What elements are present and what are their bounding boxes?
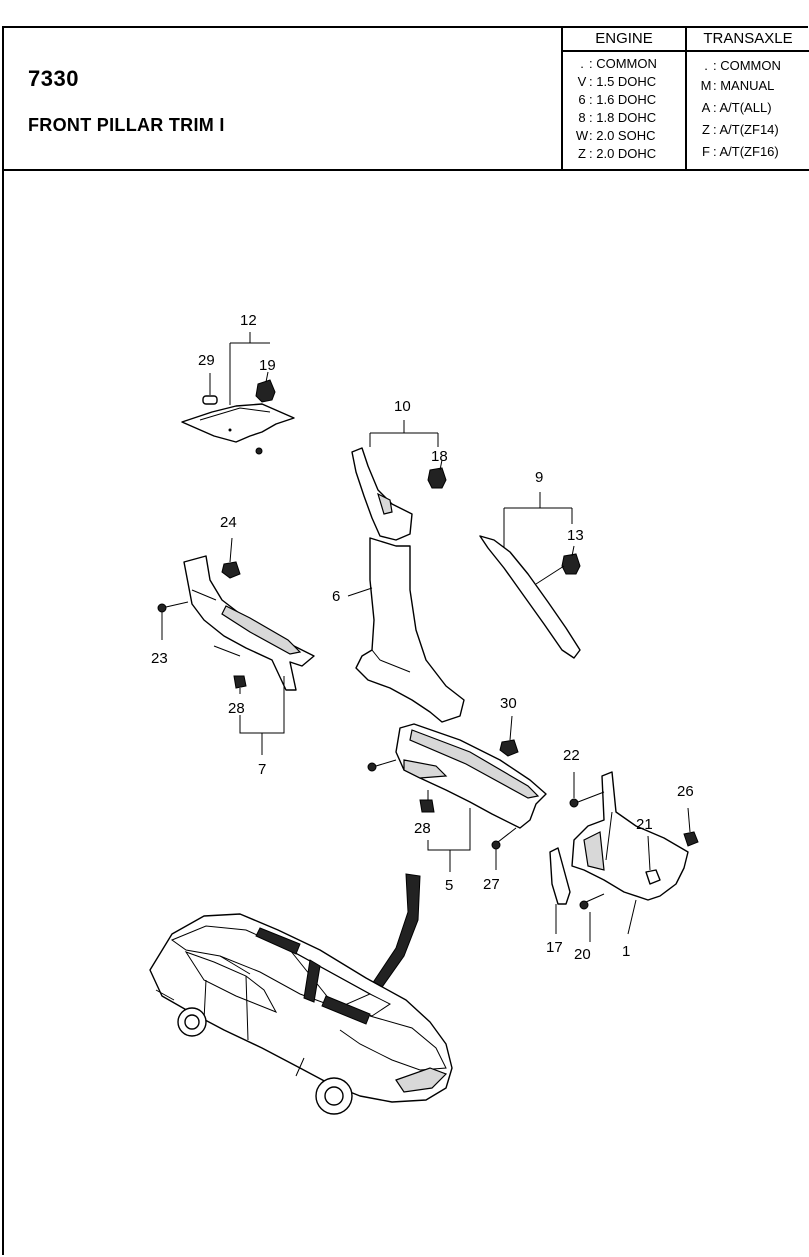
callout-7: 7 xyxy=(258,761,266,778)
callout-22: 22 xyxy=(563,747,580,764)
part-23-screw xyxy=(157,603,167,613)
part-5-pocket xyxy=(403,759,448,779)
callout-9: 9 xyxy=(535,469,543,486)
part-12-panel xyxy=(181,403,295,443)
part-27-screw xyxy=(491,840,501,850)
part-19-clip xyxy=(255,379,276,403)
callout-20: 20 xyxy=(574,946,591,963)
transaxle-item: Z: A/T(ZF14) xyxy=(702,122,779,137)
callout-30: 30 xyxy=(500,695,517,712)
callout-24: 24 xyxy=(220,514,237,531)
callout-1: 1 xyxy=(622,943,630,960)
transaxle-item: M: MANUAL xyxy=(700,78,775,93)
callout-17: 17 xyxy=(546,939,563,956)
part-21-fastener xyxy=(645,869,661,885)
callouts: 12 29 19 10 18 9 24 13 6 23 28 30 7 22 2… xyxy=(151,312,694,963)
transaxle-item: .: COMMON xyxy=(704,58,781,73)
pointer-arrow-d xyxy=(321,995,371,1025)
part-6-trim xyxy=(355,537,465,723)
part-26-clip xyxy=(683,831,699,847)
callout-26: 26 xyxy=(677,783,694,800)
callout-29: 29 xyxy=(198,352,215,369)
pointer-arrow xyxy=(371,873,421,991)
part-10-assembly xyxy=(351,420,447,541)
engine-item: W: 2.0 SOHC xyxy=(575,128,656,143)
part-1-panel xyxy=(571,771,689,901)
car-grille xyxy=(395,1067,448,1093)
callout-28a: 28 xyxy=(228,700,245,717)
callout-6: 6 xyxy=(332,588,340,605)
callout-18: 18 xyxy=(431,448,448,465)
callout-5: 5 xyxy=(445,877,453,894)
part-1-assembly xyxy=(549,771,699,942)
part-5-screw xyxy=(367,762,377,772)
part-30-clip xyxy=(499,739,519,757)
pointer-arrow-b xyxy=(255,927,301,955)
pointer-arrow-c xyxy=(303,959,321,1003)
callout-10: 10 xyxy=(394,398,411,415)
engine-list: .: COMMON V: 1.5 DOHC 6: 1.6 DOHC 8: 1.8… xyxy=(563,52,685,163)
engine-item: 8: 1.8 DOHC xyxy=(578,110,657,125)
callout-12: 12 xyxy=(240,312,257,329)
part-17-trim xyxy=(549,847,571,905)
callout-13: 13 xyxy=(567,527,584,544)
transaxle-heading: TRANSAXLE xyxy=(687,26,809,52)
part-24-clip xyxy=(221,561,241,579)
part-12-assembly xyxy=(181,332,295,455)
car-overview xyxy=(149,873,453,1115)
group-title: FRONT PILLAR TRIM I xyxy=(28,115,225,135)
page-frame xyxy=(2,26,808,1255)
engine-legend: ENGINE .: COMMON V: 1.5 DOHC 6: 1.6 DOHC… xyxy=(561,26,685,171)
callout-27: 27 xyxy=(483,876,500,893)
car-side-windows xyxy=(184,951,278,1013)
part-9-assembly xyxy=(479,492,581,659)
engine-item: 6: 1.6 DOHC xyxy=(578,92,657,107)
transaxle-legend: TRANSAXLE .: COMMON M: MANUAL A: A/T(ALL… xyxy=(685,26,809,171)
callout-28b: 28 xyxy=(414,820,431,837)
callout-23: 23 xyxy=(151,650,168,667)
engine-item: V: 1.5 DOHC xyxy=(577,74,657,89)
car-roof xyxy=(170,925,372,1009)
header-box xyxy=(2,26,809,171)
part-18-clip xyxy=(427,467,447,489)
part-6-assembly xyxy=(347,537,465,723)
part-7-assembly xyxy=(157,537,315,755)
transaxle-item: F: A/T(ZF16) xyxy=(702,144,779,159)
engine-heading: ENGINE xyxy=(563,26,685,52)
car-body xyxy=(149,913,453,1103)
part-9-trim xyxy=(479,535,581,659)
part-13-clip xyxy=(561,553,581,575)
part-20-screw xyxy=(579,900,589,910)
part-28b-clip xyxy=(419,799,435,813)
part-29-pad xyxy=(202,395,218,405)
part-5-assembly xyxy=(367,715,547,872)
engine-item: .: COMMON xyxy=(580,56,657,71)
callout-19: 19 xyxy=(259,357,276,374)
part-10-trim xyxy=(351,447,413,541)
transaxle-list: .: COMMON M: MANUAL A: A/T(ALL) Z: A/T(Z… xyxy=(687,52,809,163)
engine-item: Z: 2.0 DOHC xyxy=(578,146,657,161)
transaxle-item: A: A/T(ALL) xyxy=(701,100,772,115)
group-code: 7330 xyxy=(28,66,79,91)
part-28-clip xyxy=(233,675,247,689)
part-22-screw xyxy=(569,798,579,808)
callout-21: 21 xyxy=(636,816,653,833)
